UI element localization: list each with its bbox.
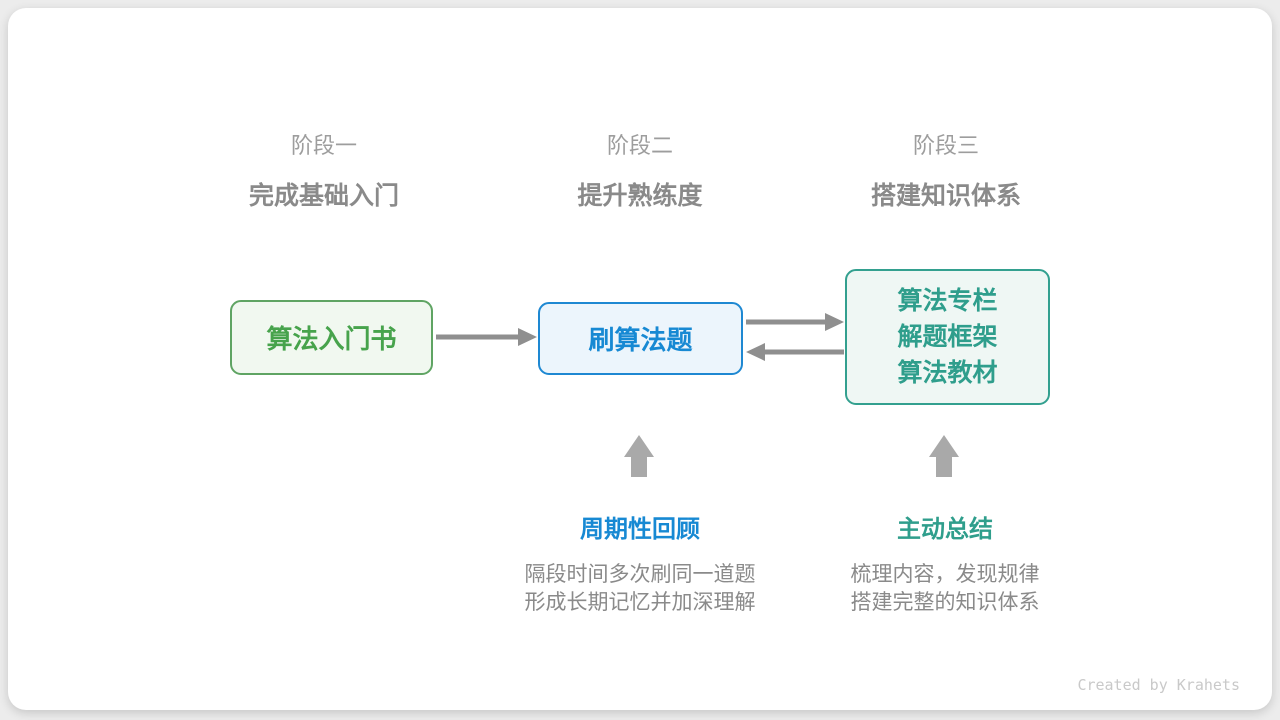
node-resources-line-3: 算法教材 [897,359,998,387]
node-practice-label: 刷算法题 [588,325,693,355]
stage-2-subtitle: 提升熟练度 [577,182,703,210]
node-beginner-book: 算法入门书 [230,300,433,375]
annotation-summarize-desc-line-2: 搭建完整的知识体系 [850,591,1040,614]
node-resources-line-1: 算法专栏 [897,287,998,315]
annotation-review-title: 周期性回顾 [580,516,700,543]
node-resources: 算法专栏 解题框架 算法教材 [845,269,1050,405]
node-practice: 刷算法题 [538,302,743,375]
stage-2-label: 阶段二 [606,133,674,158]
annotation-summarize-desc-line-1: 梳理内容，发现规律 [850,563,1040,586]
annotation-review: 周期性回顾 隔段时间多次刷同一道题 形成长期记忆并加深理解 [525,509,756,617]
stage-2-header: 阶段二 提升熟练度 [577,128,702,212]
node-beginner-book-label: 算法入门书 [266,324,397,354]
stage-3-header: 阶段三 搭建知识体系 [871,128,1021,212]
credit-text: Created by Krahets [1077,676,1240,694]
annotation-review-desc: 隔段时间多次刷同一道题 形成长期记忆并加深理解 [525,561,756,617]
stage-3-subtitle: 搭建知识体系 [870,182,1022,210]
stage-3-label: 阶段三 [912,133,980,158]
annotation-summarize-desc: 梳理内容，发现规律 搭建完整的知识体系 [851,561,1040,617]
annotation-review-desc-line-2: 形成长期记忆并加深理解 [524,591,756,614]
annotation-review-desc-line-1: 隔段时间多次刷同一道题 [524,563,756,586]
node-resources-line-2: 解题框架 [897,323,998,351]
annotation-summarize-title: 主动总结 [897,516,993,543]
stage-1-label: 阶段一 [290,133,358,158]
stage-1-subtitle: 完成基础入门 [248,182,400,210]
annotation-summarize: 主动总结 梳理内容，发现规律 搭建完整的知识体系 [851,509,1040,617]
stage-1-header: 阶段一 完成基础入门 [249,128,399,212]
